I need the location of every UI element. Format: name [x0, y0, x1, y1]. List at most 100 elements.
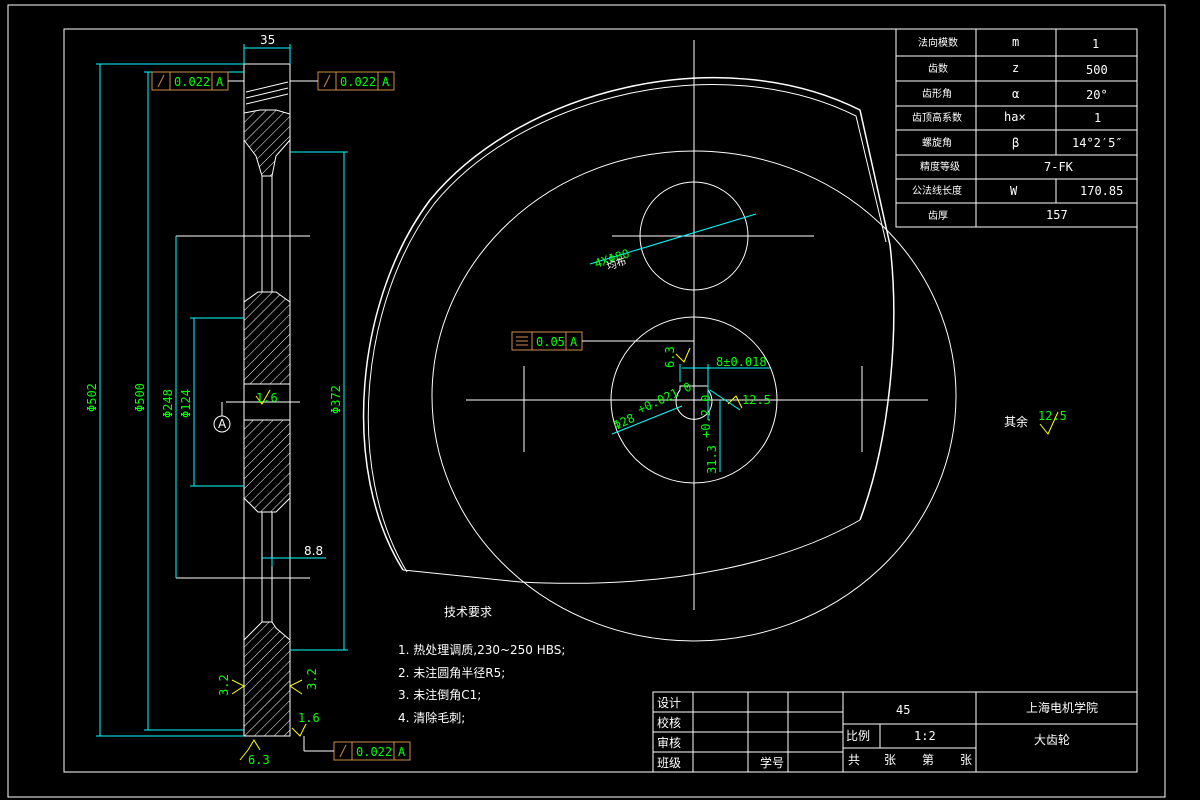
- dim-keydepth: 31.3: [705, 445, 719, 474]
- param-symbol: ha×: [1004, 110, 1026, 124]
- datum-a-label: A: [218, 417, 227, 431]
- param-symbol: β: [1012, 136, 1019, 150]
- sheet-text: 共: [848, 753, 860, 767]
- param-table-text: 法向模数 m 1 齿数 z 500 齿形角 α 20° 齿顶高系数 ha× 1 …: [912, 35, 1123, 222]
- dim-d372: Φ372: [329, 385, 343, 414]
- rest-roughness-label: 其余: [1004, 414, 1028, 429]
- dim-web: 8.8: [304, 544, 323, 558]
- runout-frame-2: [290, 71, 395, 91]
- note-item: 4. 清除毛刺;: [398, 710, 465, 725]
- outer-rim-outline: [362, 76, 891, 571]
- bore-keyway: [675, 385, 713, 420]
- param-name: 齿厚: [928, 210, 948, 222]
- param-name: 齿顶高系数: [912, 111, 962, 124]
- roughness-bottom-value: 6.3: [248, 753, 270, 767]
- institution: 上海电机学院: [1026, 700, 1098, 715]
- hub-lower-section: [243, 419, 291, 513]
- roughness-bore-front-value: 12.5: [742, 393, 771, 407]
- hub-upper-section: [243, 291, 291, 385]
- notes-heading: 技术要求: [444, 605, 492, 619]
- cut-line-bottom: [402, 519, 861, 584]
- roughness-bore-value: 1.6: [256, 391, 278, 405]
- roughness-face-right-value: 3.2: [305, 668, 319, 690]
- datum-a-symbol: [213, 402, 231, 433]
- runout-1-value: 0.022: [174, 75, 210, 89]
- outer-border: [7, 4, 1166, 798]
- runout-1-datum: A: [216, 75, 224, 89]
- title-block: [652, 691, 1138, 773]
- roughness-face-left-value: 3.2: [217, 674, 231, 696]
- title-row-check: 校核: [657, 715, 681, 730]
- dim-d124: Φ124: [179, 389, 193, 418]
- symmetry-datum: A: [570, 335, 578, 349]
- title-row-review: 审核: [657, 735, 681, 750]
- dim-d502: Φ502: [85, 383, 99, 412]
- param-name: 公法线长度: [912, 184, 962, 197]
- front-view: [362, 40, 957, 642]
- drawing-title: 大齿轮: [1034, 733, 1070, 747]
- runout-2-datum: A: [382, 75, 390, 89]
- dim-d500: Φ500: [133, 383, 147, 412]
- scale-label: 比例: [846, 729, 870, 743]
- param-value: 20°: [1086, 88, 1108, 102]
- param-value: 1: [1092, 37, 1099, 51]
- note-item: 3. 未注倒角C1;: [398, 687, 481, 702]
- runout-3-value: 0.022: [356, 745, 392, 759]
- roughness-top-symbol: [291, 723, 307, 737]
- title-row-design: 设计: [657, 696, 681, 710]
- param-symbol: z: [1012, 61, 1019, 75]
- sheet-text: 第: [922, 753, 934, 767]
- rest-roughness-value: 12.5: [1038, 409, 1067, 423]
- param-value: 157: [1046, 208, 1068, 222]
- roughness-top-value: 1.6: [298, 711, 320, 725]
- param-table: [895, 28, 1138, 228]
- runout-frame-1: [151, 71, 244, 91]
- dim-keyway: 8±0.018: [716, 355, 767, 369]
- param-value: 500: [1086, 63, 1108, 77]
- title-row-class: 班级: [657, 756, 681, 770]
- roughness-face-left-symbol: [231, 679, 245, 695]
- dim-d248: Φ248: [161, 389, 175, 418]
- rim-top-section: [243, 109, 291, 177]
- roughness-bore-symbol: [255, 389, 271, 405]
- runout-2-value: 0.022: [340, 75, 376, 89]
- roughness-keyway-value: 6.3: [663, 346, 677, 368]
- roughness-bottom-symbol: [239, 739, 261, 761]
- runout-frame-3: [303, 736, 411, 761]
- dim-bore-tol: +0.021 0: [635, 380, 693, 417]
- sheet-text: 张: [960, 753, 972, 767]
- section-view: [176, 63, 310, 737]
- param-name: 螺旋角: [922, 136, 952, 149]
- param-symbol: W: [1010, 184, 1018, 198]
- student-no-label: 学号: [760, 755, 784, 770]
- dim-keydepth-tol: +0.2 0: [699, 395, 713, 438]
- param-name: 精度等级: [920, 160, 960, 173]
- inner-border: [63, 28, 1138, 773]
- param-value: 1: [1094, 111, 1101, 125]
- symmetry-value: 0.05: [536, 335, 565, 349]
- sheet-text: 张: [884, 753, 896, 767]
- param-name: 齿数: [928, 62, 948, 75]
- param-symbol: m: [1012, 35, 1019, 49]
- runout-3-datum: A: [398, 745, 406, 759]
- section-dimensions: [96, 44, 348, 737]
- param-name: 齿形角: [922, 88, 952, 100]
- symmetry-frame: [511, 331, 694, 351]
- dim-width: 35: [260, 33, 275, 47]
- roughness-face-right-symbol: [289, 679, 303, 695]
- note-item: 2. 未注圆角半径R5;: [398, 665, 505, 680]
- param-value: 7-FK: [1044, 160, 1074, 174]
- outer-rim-inner-outline: [367, 84, 887, 573]
- dim-bore: Φ28: [611, 411, 637, 433]
- param-symbol: α: [1012, 87, 1019, 101]
- front-dimensions: [589, 213, 770, 472]
- rest-roughness-symbol: [1039, 411, 1059, 435]
- param-name: 法向模数: [918, 36, 958, 49]
- param-value: 170.85: [1080, 184, 1123, 198]
- scale-value: 1:2: [914, 729, 936, 743]
- note-item: 1. 热处理调质,230~250 HBS;: [398, 643, 565, 657]
- outer-rim-right: [859, 244, 895, 521]
- material: 45: [896, 703, 910, 717]
- param-value: 14°2′5″: [1072, 136, 1123, 150]
